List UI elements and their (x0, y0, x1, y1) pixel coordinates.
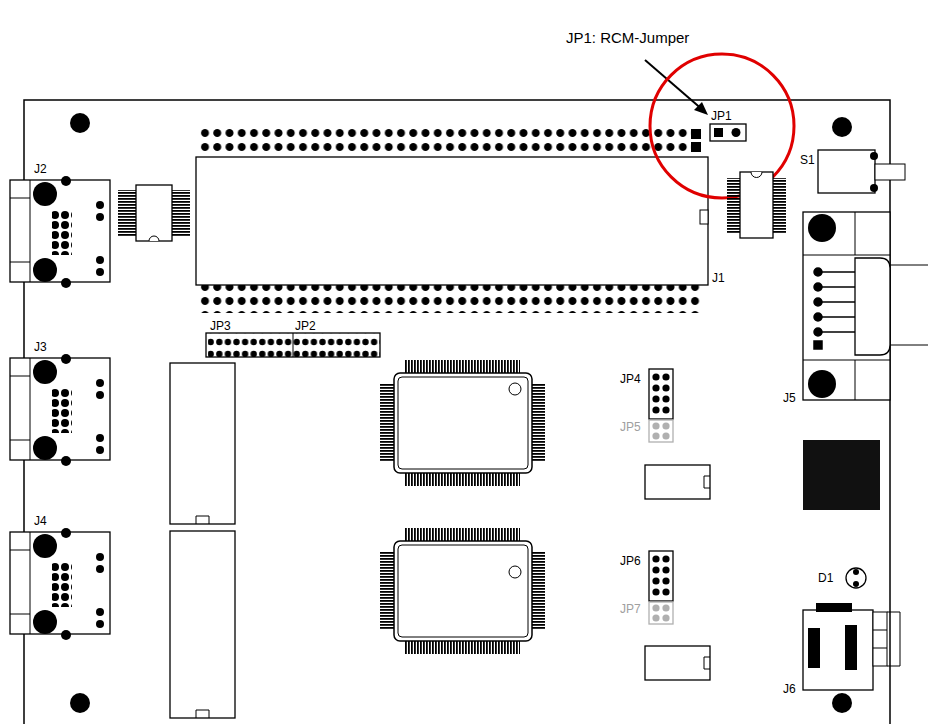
part-label: J4 (34, 515, 47, 527)
part-label: S1 (800, 154, 815, 166)
callout-label: JP1: RCM-Jumper (566, 30, 689, 45)
part-label: JP4 (620, 373, 641, 385)
part-label: J1 (712, 272, 725, 284)
part-label: J2 (34, 163, 47, 175)
part-label: JP6 (620, 555, 641, 567)
part-label: D1 (818, 572, 833, 584)
part-label: JP2 (295, 320, 316, 332)
part-label: J3 (34, 341, 47, 353)
part-label: JP7 (620, 603, 641, 615)
part-label: JP5 (620, 421, 641, 433)
part-label: JP3 (210, 320, 231, 332)
part-label: J6 (783, 683, 796, 695)
part-label: JP1 (711, 110, 732, 122)
part-label: J5 (783, 392, 796, 404)
